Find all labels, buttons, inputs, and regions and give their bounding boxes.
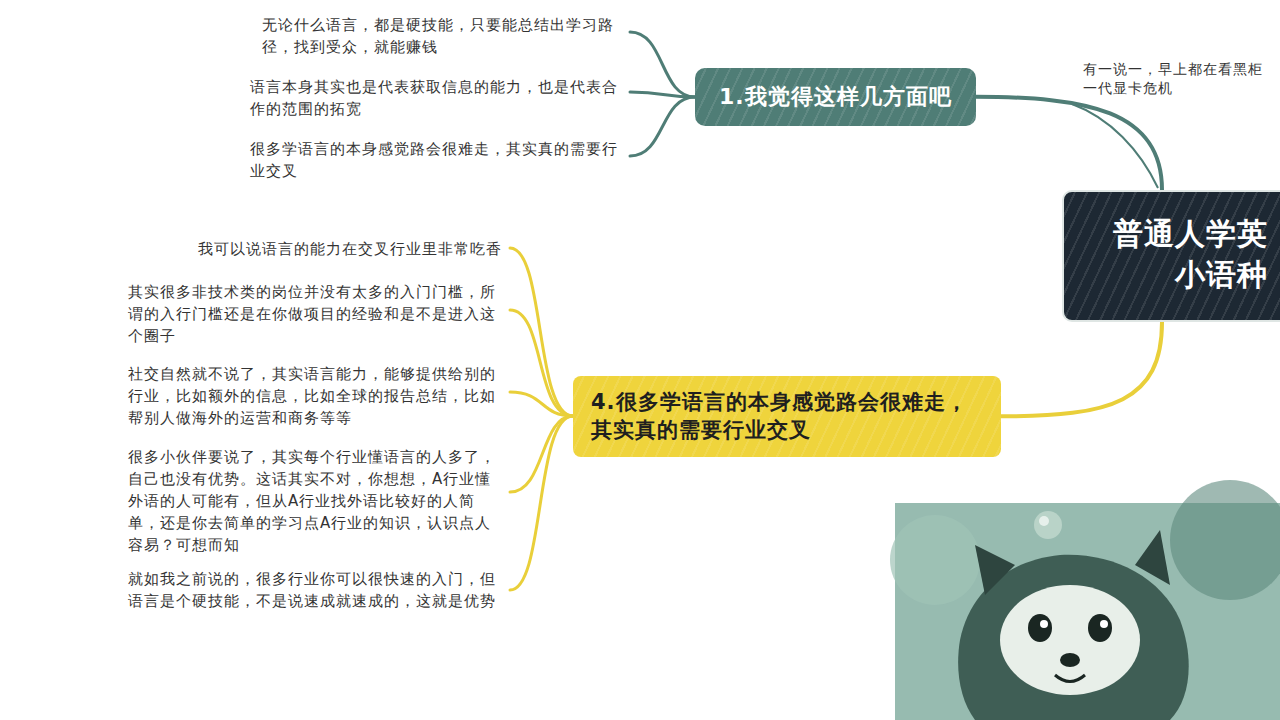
branch-lines [630, 32, 695, 156]
root-topic-box: 普通人学英 小语种 [1062, 190, 1280, 322]
branch-line [630, 97, 695, 156]
branch-line [510, 416, 573, 590]
branch-connector [1001, 322, 1162, 416]
leaf-text: 语言本身其实也是代表获取信息的能力，也是代表合作的范围的拓宽 [250, 76, 624, 120]
leaf-text: 其实很多非技术类的岗位并没有太多的入门门槛，所谓的入行门槛还是在你做项目的经验和… [128, 281, 502, 347]
leaf-text: 无论什么语言，都是硬技能，只要能总结出学习路径，找到受众，就能赚钱 [262, 14, 624, 58]
branch-line [630, 32, 695, 97]
branch-lines [510, 248, 573, 590]
topic-text: 4.很多学语言的本身感觉路会很难走，其实真的需要行业交叉 [591, 388, 983, 445]
leaf-text: 我可以说语言的能力在交叉行业里非常吃香 [128, 238, 502, 260]
topic-text: 1.我觉得这样几方面吧 [719, 82, 952, 112]
red-panda-illustration [890, 480, 1280, 720]
leaf-text: 很多学语言的本身感觉路会很难走，其实真的需要行业交叉 [250, 138, 624, 182]
side-note: 有一说一，早上都在看黑柜 一代显卡危机 [1083, 60, 1273, 98]
branch-line [510, 392, 573, 416]
leaf-text: 社交自然就不说了，其实语言能力，能够提供给别的行业，比如额外的信息，比如全球的报… [128, 363, 502, 429]
branch-line [510, 248, 573, 416]
branch-line [630, 92, 695, 97]
leaf-text: 就如我之前说的，很多行业你可以很快速的入门，但语言是个硬技能，不是说速成就速成的… [128, 568, 502, 612]
topic-text: 普通人学英 小语种 [1106, 214, 1268, 295]
branch-connector [976, 97, 1162, 190]
leaf-text: 很多小伙伴要说了，其实每个行业懂语言的人多了，自己也没有优势。这话其实不对，你想… [128, 446, 502, 556]
branch-topic-box: 1.我觉得这样几方面吧 [695, 68, 976, 126]
branch-line [510, 310, 573, 416]
branch-topic-box: 4.很多学语言的本身感觉路会很难走，其实真的需要行业交叉 [573, 376, 1001, 457]
branch-line [510, 416, 573, 492]
